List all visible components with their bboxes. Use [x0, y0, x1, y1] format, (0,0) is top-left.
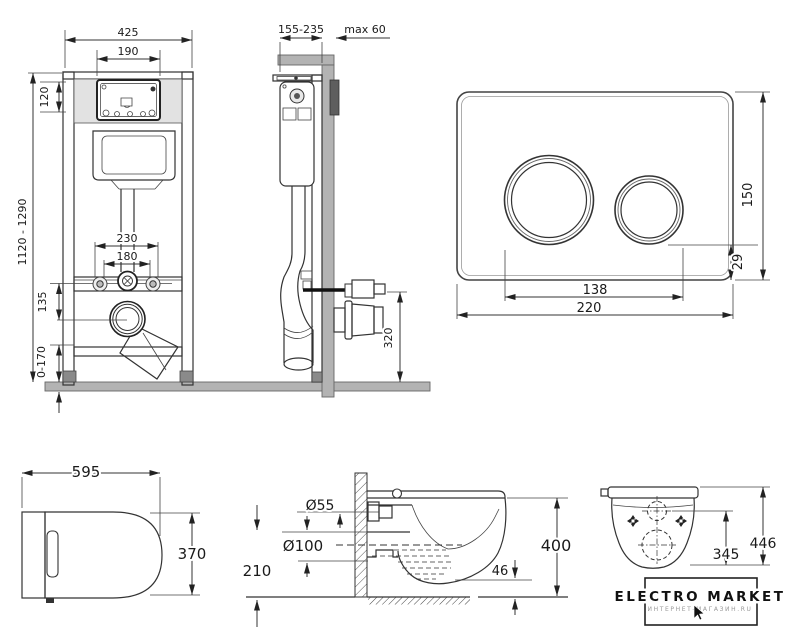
- frame-side-view: 155-235 max 60 320: [272, 21, 407, 398]
- flush-button-small[interactable]: [614, 175, 684, 245]
- dim-opening-height: 120: [38, 87, 51, 108]
- dim-bolt-spacing-inner: 180: [117, 250, 138, 263]
- dim-floor-adjust: 0-170: [35, 346, 48, 378]
- dim-frame-height: 1120 - 1290: [16, 199, 29, 266]
- logo-brand-text: ELECTRO MARKET: [615, 589, 786, 605]
- dim-plate-height: 150: [741, 183, 756, 208]
- dim-plate-bottom-offset: 29: [731, 254, 746, 271]
- logo: ELECTRO MARKET ИНТЕРНЕТ-МАГАЗИН.RU: [612, 577, 786, 626]
- dim-button-span: 138: [583, 283, 608, 298]
- dim-depth-range: 155-235: [278, 23, 324, 36]
- dim-seat-width: 370: [178, 545, 207, 563]
- dim-outlet-height: 320: [382, 328, 395, 349]
- dim-frame-width: 425: [118, 26, 139, 39]
- frame-front-view: 425 190 120 1120 - 1290 230 180 135 0-17…: [14, 24, 194, 413]
- seat-top-view: 595 370: [21, 461, 208, 603]
- floor: [44, 381, 431, 392]
- dim-bowl-height: 400: [541, 536, 572, 555]
- dim-bowl-floor-gap: 46: [492, 564, 509, 579]
- bowl-back-view: 345 446: [600, 486, 778, 569]
- dim-outlet-diameter: Ø100: [283, 537, 323, 555]
- bolt-marker-left: [627, 515, 639, 527]
- flush-button-large[interactable]: [503, 154, 595, 246]
- dim-wall-max: max 60: [344, 23, 385, 36]
- dim-drain-offset: 135: [36, 292, 49, 313]
- dim-bolt-spacing-outer: 230: [117, 232, 138, 245]
- dim-plate-width: 220: [577, 301, 602, 316]
- dim-opening-width: 190: [118, 45, 139, 58]
- dim-seat-length: 595: [72, 463, 101, 481]
- cursor-icon: [693, 604, 706, 621]
- bowl-section-view: Ø55 Ø100 210 46 400: [241, 472, 573, 627]
- flush-plate-view: 150 29 138 220: [456, 91, 770, 319]
- bolt-marker-right: [675, 515, 687, 527]
- dim-hole-height: 345: [713, 547, 740, 563]
- dim-inlet-diameter: Ø55: [306, 498, 335, 514]
- dim-back-height: 446: [750, 536, 777, 552]
- dim-outlet-axis-height: 210: [243, 562, 272, 580]
